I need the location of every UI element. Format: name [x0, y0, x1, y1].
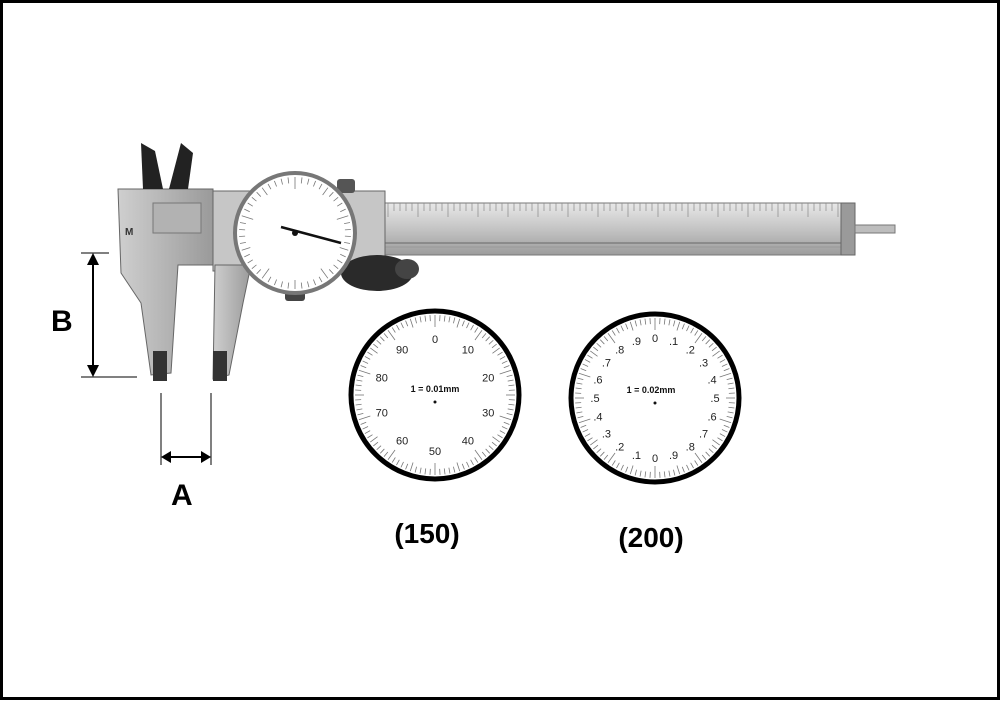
dial-number: .8	[686, 442, 695, 454]
depth-rod	[855, 225, 895, 233]
dial-number: .8	[615, 344, 624, 356]
dial-number: 10	[462, 345, 474, 357]
dial-number: .6	[707, 412, 716, 424]
beam-end-cap	[841, 203, 855, 255]
dial-number: 0	[652, 453, 658, 465]
dial-number: .2	[615, 442, 624, 454]
dial-number: .9	[669, 450, 678, 462]
dial-number: .1	[669, 336, 678, 348]
svg-text:M: M	[125, 227, 133, 238]
dial-number: 40	[462, 435, 474, 447]
dial-200-center-text: 1 = 0.02mm	[627, 385, 676, 395]
dimension-a: A	[161, 393, 211, 512]
dial-number: .2	[686, 344, 695, 356]
dial-number: .7	[602, 358, 611, 370]
dial-number: 70	[376, 407, 388, 419]
dial-number: .4	[593, 412, 602, 424]
dial-number: .3	[602, 428, 611, 440]
dial-150-caption: (150)	[394, 518, 459, 549]
dial-number: .4	[707, 374, 716, 386]
dial-number: 90	[396, 345, 408, 357]
dial-caliper: M	[118, 143, 895, 381]
dial-number: 50	[429, 446, 441, 458]
dial-number: .1	[632, 450, 641, 462]
dial-200-caption: (200)	[618, 522, 683, 553]
dimension-a-label: A	[171, 479, 193, 512]
dial-number: .3	[699, 358, 708, 370]
dial-number: .5	[710, 393, 719, 405]
dial-number: 80	[376, 373, 388, 385]
dial-number: 0	[432, 334, 438, 346]
inside-jaw-sliding	[169, 143, 193, 189]
dial-number: 30	[482, 407, 494, 419]
dial-150-center-text: 1 = 0.01mm	[411, 384, 460, 394]
dial-200: 0.1.2.3.4.5.6.7.8.90.1.2.3.4.5.6.7.8.9 1…	[571, 314, 739, 553]
dial-number: .5	[590, 393, 599, 405]
inside-jaw-fixed	[141, 143, 163, 189]
dial-number: .9	[632, 336, 641, 348]
caliper-diagram: M B A	[3, 3, 997, 697]
dial-150: 0 10 20 30 40 50 60 70 80 90 1 = 0.01mm (150)	[351, 311, 519, 549]
dial-number: 20	[482, 373, 494, 385]
dial-number: .6	[593, 374, 602, 386]
dial-number: 60	[396, 435, 408, 447]
dial-number: 0	[652, 333, 658, 345]
dial-number: .7	[699, 428, 708, 440]
dimension-b-label: B	[51, 305, 73, 338]
